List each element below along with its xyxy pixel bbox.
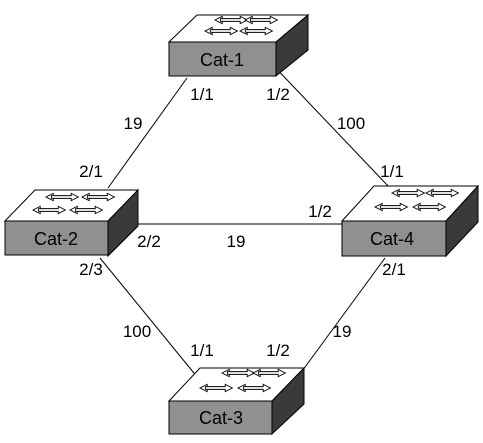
switch-cat3-label: Cat-3 — [199, 408, 243, 428]
cat2-port-to-cat1: 2/1 — [79, 162, 103, 181]
link-cat1-cat4 — [269, 61, 391, 189]
cat1-port-to-cat4: 1/2 — [266, 85, 290, 104]
link-cat3-cat4 — [296, 257, 386, 379]
switch-cat3: Cat-3 — [167, 366, 306, 436]
cat4-port-to-cat1: 1/1 — [380, 162, 404, 181]
cat4-port-to-cat3: 2/1 — [382, 260, 406, 279]
switch-cat2-label: Cat-2 — [34, 229, 78, 249]
link-cat1-cat2 — [107, 77, 188, 189]
cost-cat3-cat4: 19 — [333, 322, 352, 341]
cat1-port-to-cat2: 1/1 — [190, 85, 214, 104]
switch-cat4-label: Cat-4 — [370, 229, 414, 249]
link-cat2-cat3 — [99, 257, 199, 379]
cost-cat1-cat4: 100 — [337, 114, 365, 133]
switch-cat1: Cat-1 — [167, 13, 310, 78]
cat2-port-to-cat4: 2/2 — [137, 232, 161, 251]
switch-cat4: Cat-4 — [340, 184, 480, 258]
cost-cat2-cat4: 19 — [227, 232, 246, 251]
cat4-port-to-cat2: 1/2 — [308, 202, 332, 221]
cat3-port-to-cat2: 1/1 — [190, 341, 214, 360]
switch-cat2: Cat-2 — [3, 188, 140, 258]
cat3-port-to-cat4: 1/2 — [266, 341, 290, 360]
switch-cat1-label: Cat-1 — [200, 50, 244, 70]
cost-cat1-cat2: 19 — [124, 114, 143, 133]
cat2-port-to-cat3: 2/3 — [79, 260, 103, 279]
cost-cat2-cat3: 100 — [123, 322, 151, 341]
